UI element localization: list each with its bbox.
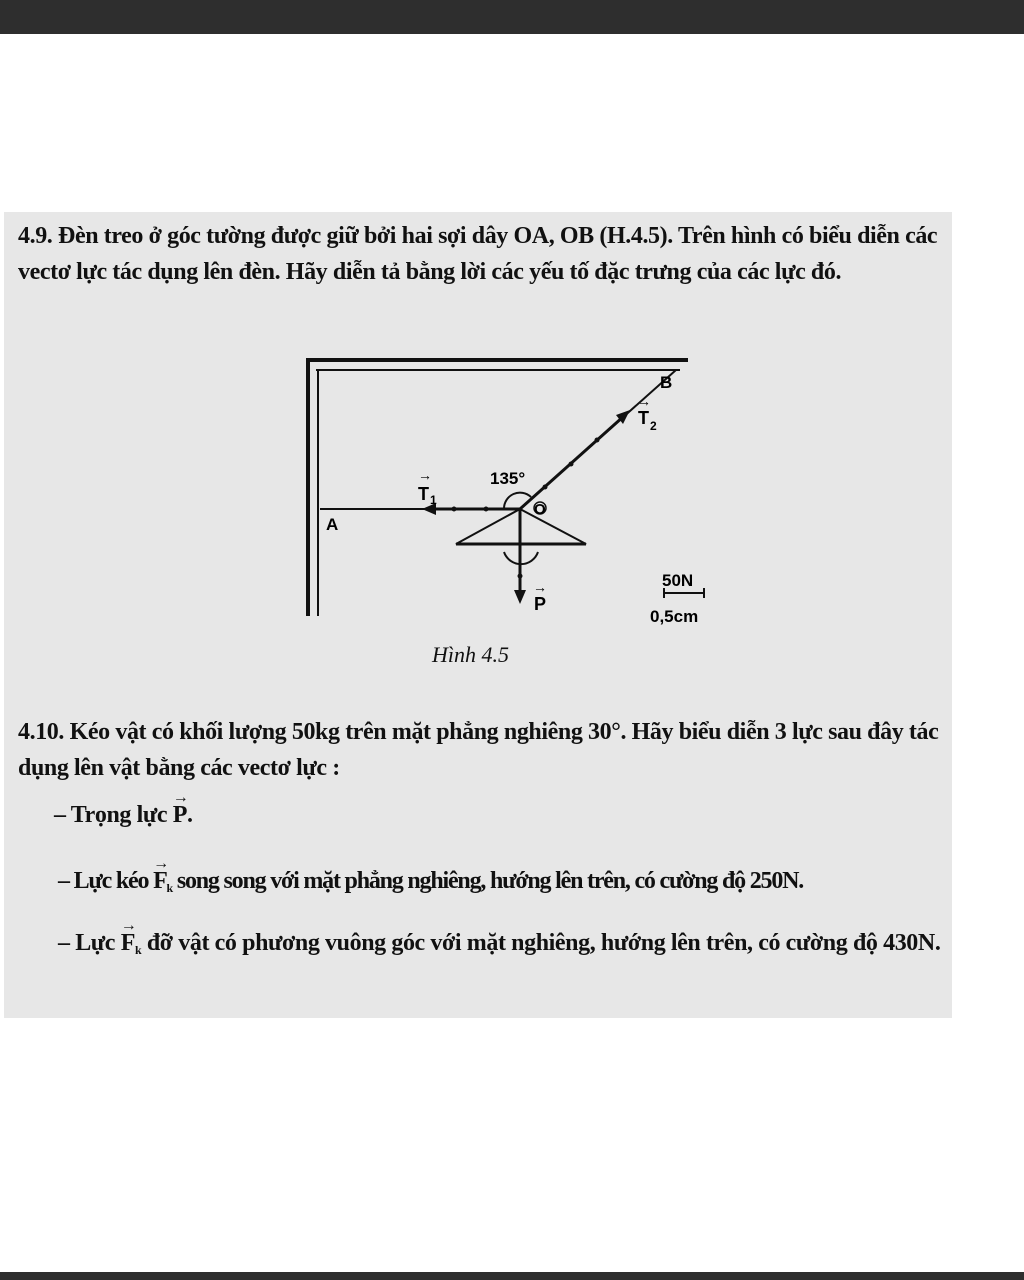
vector-T1-head: [422, 503, 436, 515]
vector-subscript: k: [166, 881, 174, 895]
list-item-gravity: – Trọng lực P.: [54, 781, 193, 832]
label-T2-sub: 2: [650, 419, 657, 433]
vector-subscript: k: [134, 943, 142, 957]
textbook-page: 4.9. Đèn treo ở góc tường được giữ bởi h…: [4, 212, 952, 1018]
label-T1-sub: 1: [430, 493, 437, 507]
list-item-normal-force: – Lực Fk đỡ vật có phương vuông góc với …: [58, 909, 950, 967]
figure-caption: Hình 4.5: [432, 642, 509, 667]
vector-T2-head: [616, 410, 630, 424]
problem-4-9-text: Đèn treo ở góc tường được giữ bởi hai sợ…: [18, 223, 938, 285]
label-T2-arrow: →: [637, 393, 651, 409]
label-T1: T: [418, 484, 429, 504]
label-B: B: [660, 373, 672, 392]
problem-4-9: 4.9. Đèn treo ở góc tường được giữ bởi h…: [18, 218, 948, 290]
list-item-suffix: đỡ vật có phương vuông góc với mặt nghiê…: [146, 930, 941, 956]
label-A: A: [326, 515, 338, 534]
top-bar: [0, 0, 1024, 34]
label-scale-length: 0,5cm: [650, 607, 698, 626]
vector-symbol-F: F: [121, 909, 136, 960]
problem-4-10-text: Kéo vật có khối lượng 50kg trên mặt phẳn…: [18, 719, 939, 781]
label-scale-force: 50N: [662, 571, 693, 590]
problem-4-10: 4.10. Kéo vật có khối lượng 50kg trên mặ…: [18, 714, 948, 786]
label-T1-arrow: →: [418, 467, 432, 483]
problem-4-10-number: 4.10.: [18, 719, 65, 745]
figure-4-5: A B O T 1 → T 2 → P → 135° 50N 0,5cm: [306, 358, 705, 626]
label-angle-135: 135°: [490, 469, 525, 488]
vector-symbol-P: P: [173, 781, 188, 832]
vector-symbol-F: F: [153, 847, 168, 898]
list-item-prefix: – Lực kéo: [58, 868, 149, 894]
label-P: P: [534, 594, 546, 614]
list-item-pull-force: – Lực kéo Fk song song với mặt phẳng ngh…: [58, 847, 804, 905]
list-item-suffix: song song với mặt phẳng nghiêng, hướng l…: [176, 868, 804, 894]
list-item-prefix: – Trọng lực: [54, 802, 168, 828]
label-T2: T: [638, 408, 649, 428]
list-item-prefix: – Lực: [58, 930, 116, 956]
label-P-arrow: →: [533, 579, 547, 595]
list-item-suffix: .: [187, 802, 193, 828]
angle-arc: [502, 491, 532, 510]
bottom-bar: [0, 1272, 1024, 1280]
label-O: O: [534, 501, 546, 518]
vector-P-head: [514, 590, 526, 604]
problem-4-9-number: 4.9.: [18, 223, 53, 249]
